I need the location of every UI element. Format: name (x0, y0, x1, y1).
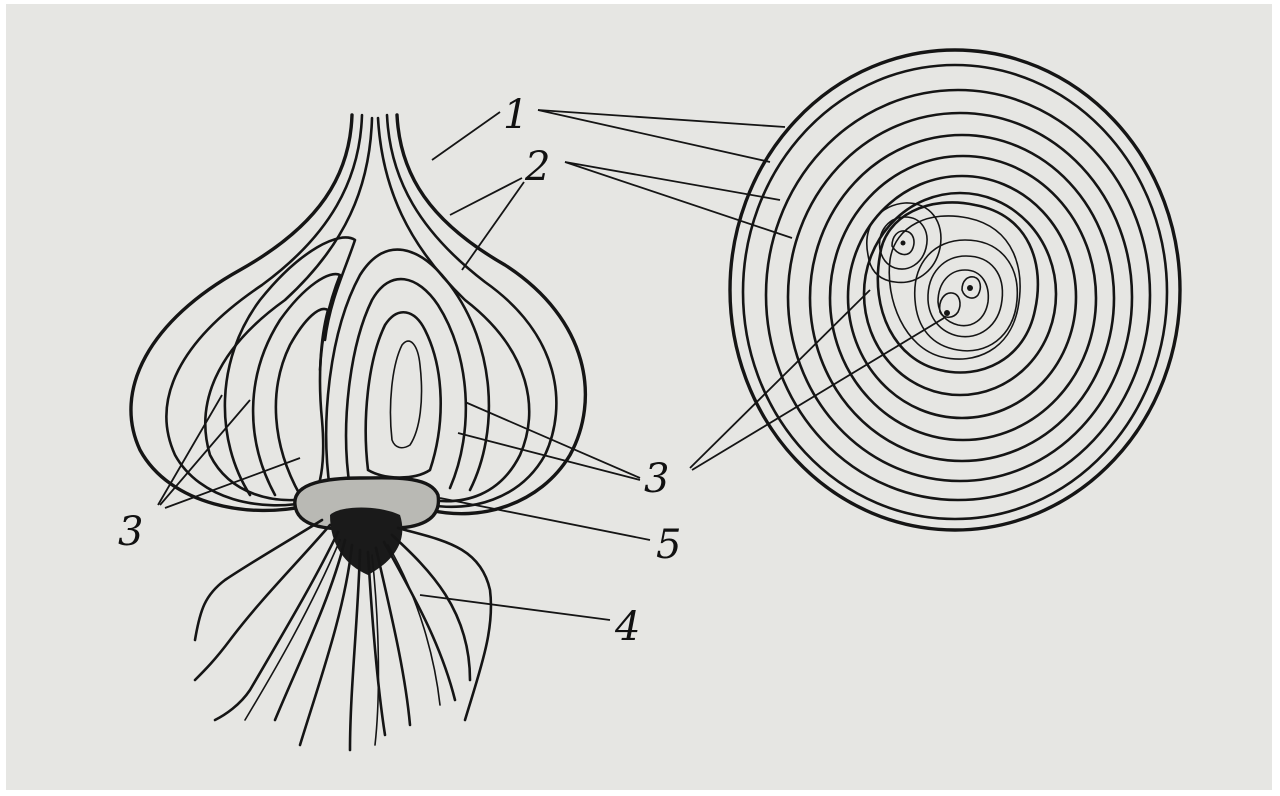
label-3-left: 3 (118, 509, 143, 555)
inner-scale-left (276, 309, 328, 495)
bulb-outer-scale (131, 115, 352, 510)
cross-ring (743, 65, 1167, 519)
label-3-right: 3 (644, 456, 669, 502)
label-2: 2 (524, 144, 550, 190)
bulb-outer-scale (397, 115, 585, 514)
inner-scale-left (225, 238, 355, 496)
inner-scale-right (346, 279, 466, 488)
bulb-longitudinal-section (131, 115, 585, 750)
inner-scale-right (366, 312, 441, 477)
cross-ring (848, 176, 1076, 418)
label-5: 5 (656, 522, 681, 568)
inner-scale-right (390, 341, 421, 448)
cross-ring (730, 50, 1180, 530)
bulb-scale-2 (166, 115, 362, 505)
cross-ring (864, 193, 1056, 395)
bulb-cross-section (730, 50, 1180, 530)
cross-bud-dot (944, 310, 950, 316)
cross-bud-dot (901, 241, 906, 246)
bulb-scale-3 (378, 118, 529, 501)
cross-bud-dot (967, 285, 973, 291)
cross-ring (878, 202, 1038, 372)
basal-plate-core (330, 508, 402, 576)
label-4: 4 (614, 604, 640, 650)
cross-ring (810, 135, 1114, 461)
cross-ring (766, 90, 1150, 500)
cross-ring (788, 113, 1132, 481)
label-1: 1 (503, 92, 528, 138)
